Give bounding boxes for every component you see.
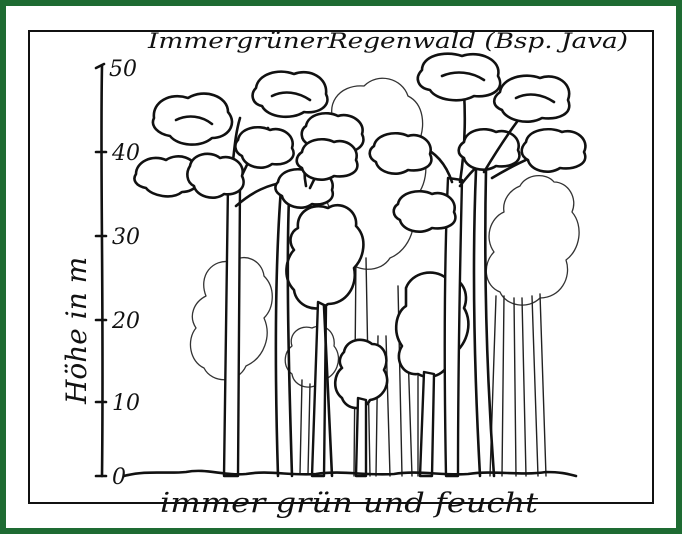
diagram-title: ImmergrünerRegenwald (Bsp. Java) <box>147 29 628 53</box>
y-axis-label: Höhe in m <box>60 257 93 405</box>
tick-label-40: 40 <box>111 141 140 166</box>
emergent-crown <box>370 133 432 173</box>
mid-trunk <box>420 372 434 476</box>
ground-line <box>124 471 576 476</box>
lower-trunk <box>356 398 366 476</box>
emergent-crown <box>235 127 293 167</box>
emergent-crown <box>418 54 500 101</box>
rainforest-diagram: 50 40 30 20 10 0 Höhe in m ImmergrünerRe… <box>6 6 676 528</box>
background-trunk <box>514 298 526 476</box>
emergent-crown <box>494 76 569 122</box>
emergent-crown <box>522 129 586 171</box>
emergent-trunk <box>276 176 292 476</box>
emergent-crown <box>297 139 358 179</box>
mid-crown <box>286 205 363 308</box>
background-crown <box>285 326 338 387</box>
background-trunk <box>300 380 310 474</box>
figure-frame: 50 40 30 20 10 0 Höhe in m ImmergrünerRe… <box>6 6 676 528</box>
emergent-crown <box>187 154 243 198</box>
height-axis: 50 40 30 20 10 0 Höhe in m <box>60 57 140 490</box>
background-trunk <box>532 294 546 476</box>
emergent-trunk <box>474 170 494 476</box>
tick-label-20: 20 <box>111 309 140 334</box>
emergent-crown <box>253 72 328 117</box>
tick-label-10: 10 <box>112 391 140 416</box>
background-crown <box>486 176 579 306</box>
tick-label-50: 50 <box>109 57 137 82</box>
tick-label-0: 0 <box>112 465 126 490</box>
axis-line <box>101 66 102 476</box>
tick-label-30: 30 <box>112 225 140 250</box>
emergent-trunk <box>224 184 240 476</box>
emergent-crown <box>153 94 232 145</box>
emergent-crown <box>394 191 456 231</box>
diagram-caption: immer grün und feucht <box>160 488 538 519</box>
